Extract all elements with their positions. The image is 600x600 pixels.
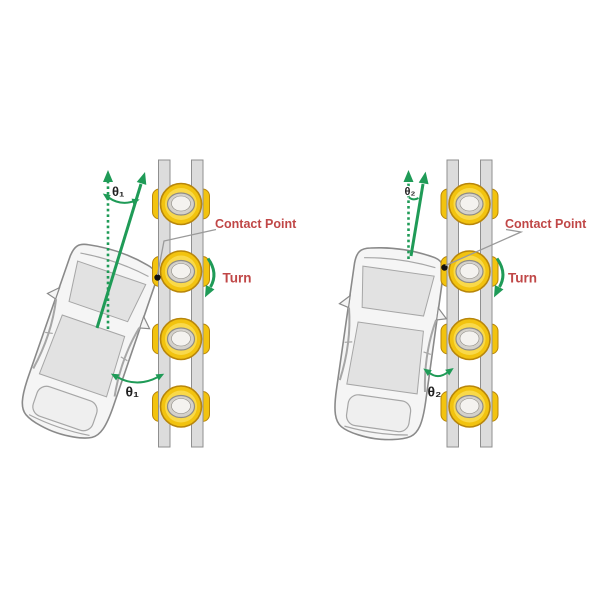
arrowhead-icon — [155, 373, 165, 381]
arrowhead-icon — [445, 367, 454, 376]
guide-rail — [191, 159, 204, 448]
turn-label: Turn — [223, 271, 252, 286]
turn-label: Turn — [508, 271, 537, 286]
guide-rail — [480, 159, 493, 448]
car — [320, 240, 457, 448]
approach-angle-arc — [116, 376, 159, 384]
heading-arrow — [409, 183, 425, 257]
right-diagram: θ₂ Contact Point Turn θ₂ — [320, 159, 587, 448]
approach-angle-label: θ₁ — [126, 384, 140, 400]
roller-face — [448, 317, 491, 361]
turn-arrow — [495, 257, 505, 288]
roller-face — [159, 385, 203, 428]
arrowhead-icon — [418, 171, 429, 185]
roller-face — [448, 250, 491, 293]
arrowhead-icon — [136, 171, 147, 185]
arrowhead-icon — [204, 284, 215, 298]
heading-angle-arc — [107, 196, 134, 204]
heading-angle-arc — [408, 196, 420, 201]
approach-angle-label: θ₂ — [428, 384, 442, 400]
heading-arrow — [95, 183, 143, 329]
arrowhead-icon — [403, 170, 414, 182]
arrowhead-icon — [131, 198, 140, 205]
arrowhead-icon — [110, 373, 120, 381]
arrowhead-icon — [103, 170, 113, 182]
car — [4, 233, 171, 452]
contact-point-leader — [445, 228, 524, 267]
arrowhead-icon — [493, 284, 504, 298]
contact-point-label: Contact Point — [505, 217, 587, 231]
arrowhead-icon — [102, 193, 111, 201]
contact-point-leader — [156, 228, 217, 276]
heading-angle-label: θ₁ — [112, 184, 124, 199]
heading-angle-label: θ₂ — [405, 186, 416, 198]
roller-face — [159, 250, 203, 293]
contact-point-dot — [154, 274, 161, 281]
roller-face — [448, 385, 491, 428]
guide-rail — [158, 159, 171, 448]
arrowhead-icon — [423, 368, 432, 376]
roller-face — [159, 317, 203, 361]
contact-point-label: Contact Point — [215, 217, 297, 231]
roller-face — [448, 182, 491, 226]
roller-face — [159, 182, 203, 226]
turn-arrow — [206, 257, 216, 288]
left-diagram: θ₁ Contact Point Turn θ₁ — [4, 159, 297, 452]
guide-rail — [446, 159, 459, 448]
approach-angle-arc — [428, 371, 449, 378]
